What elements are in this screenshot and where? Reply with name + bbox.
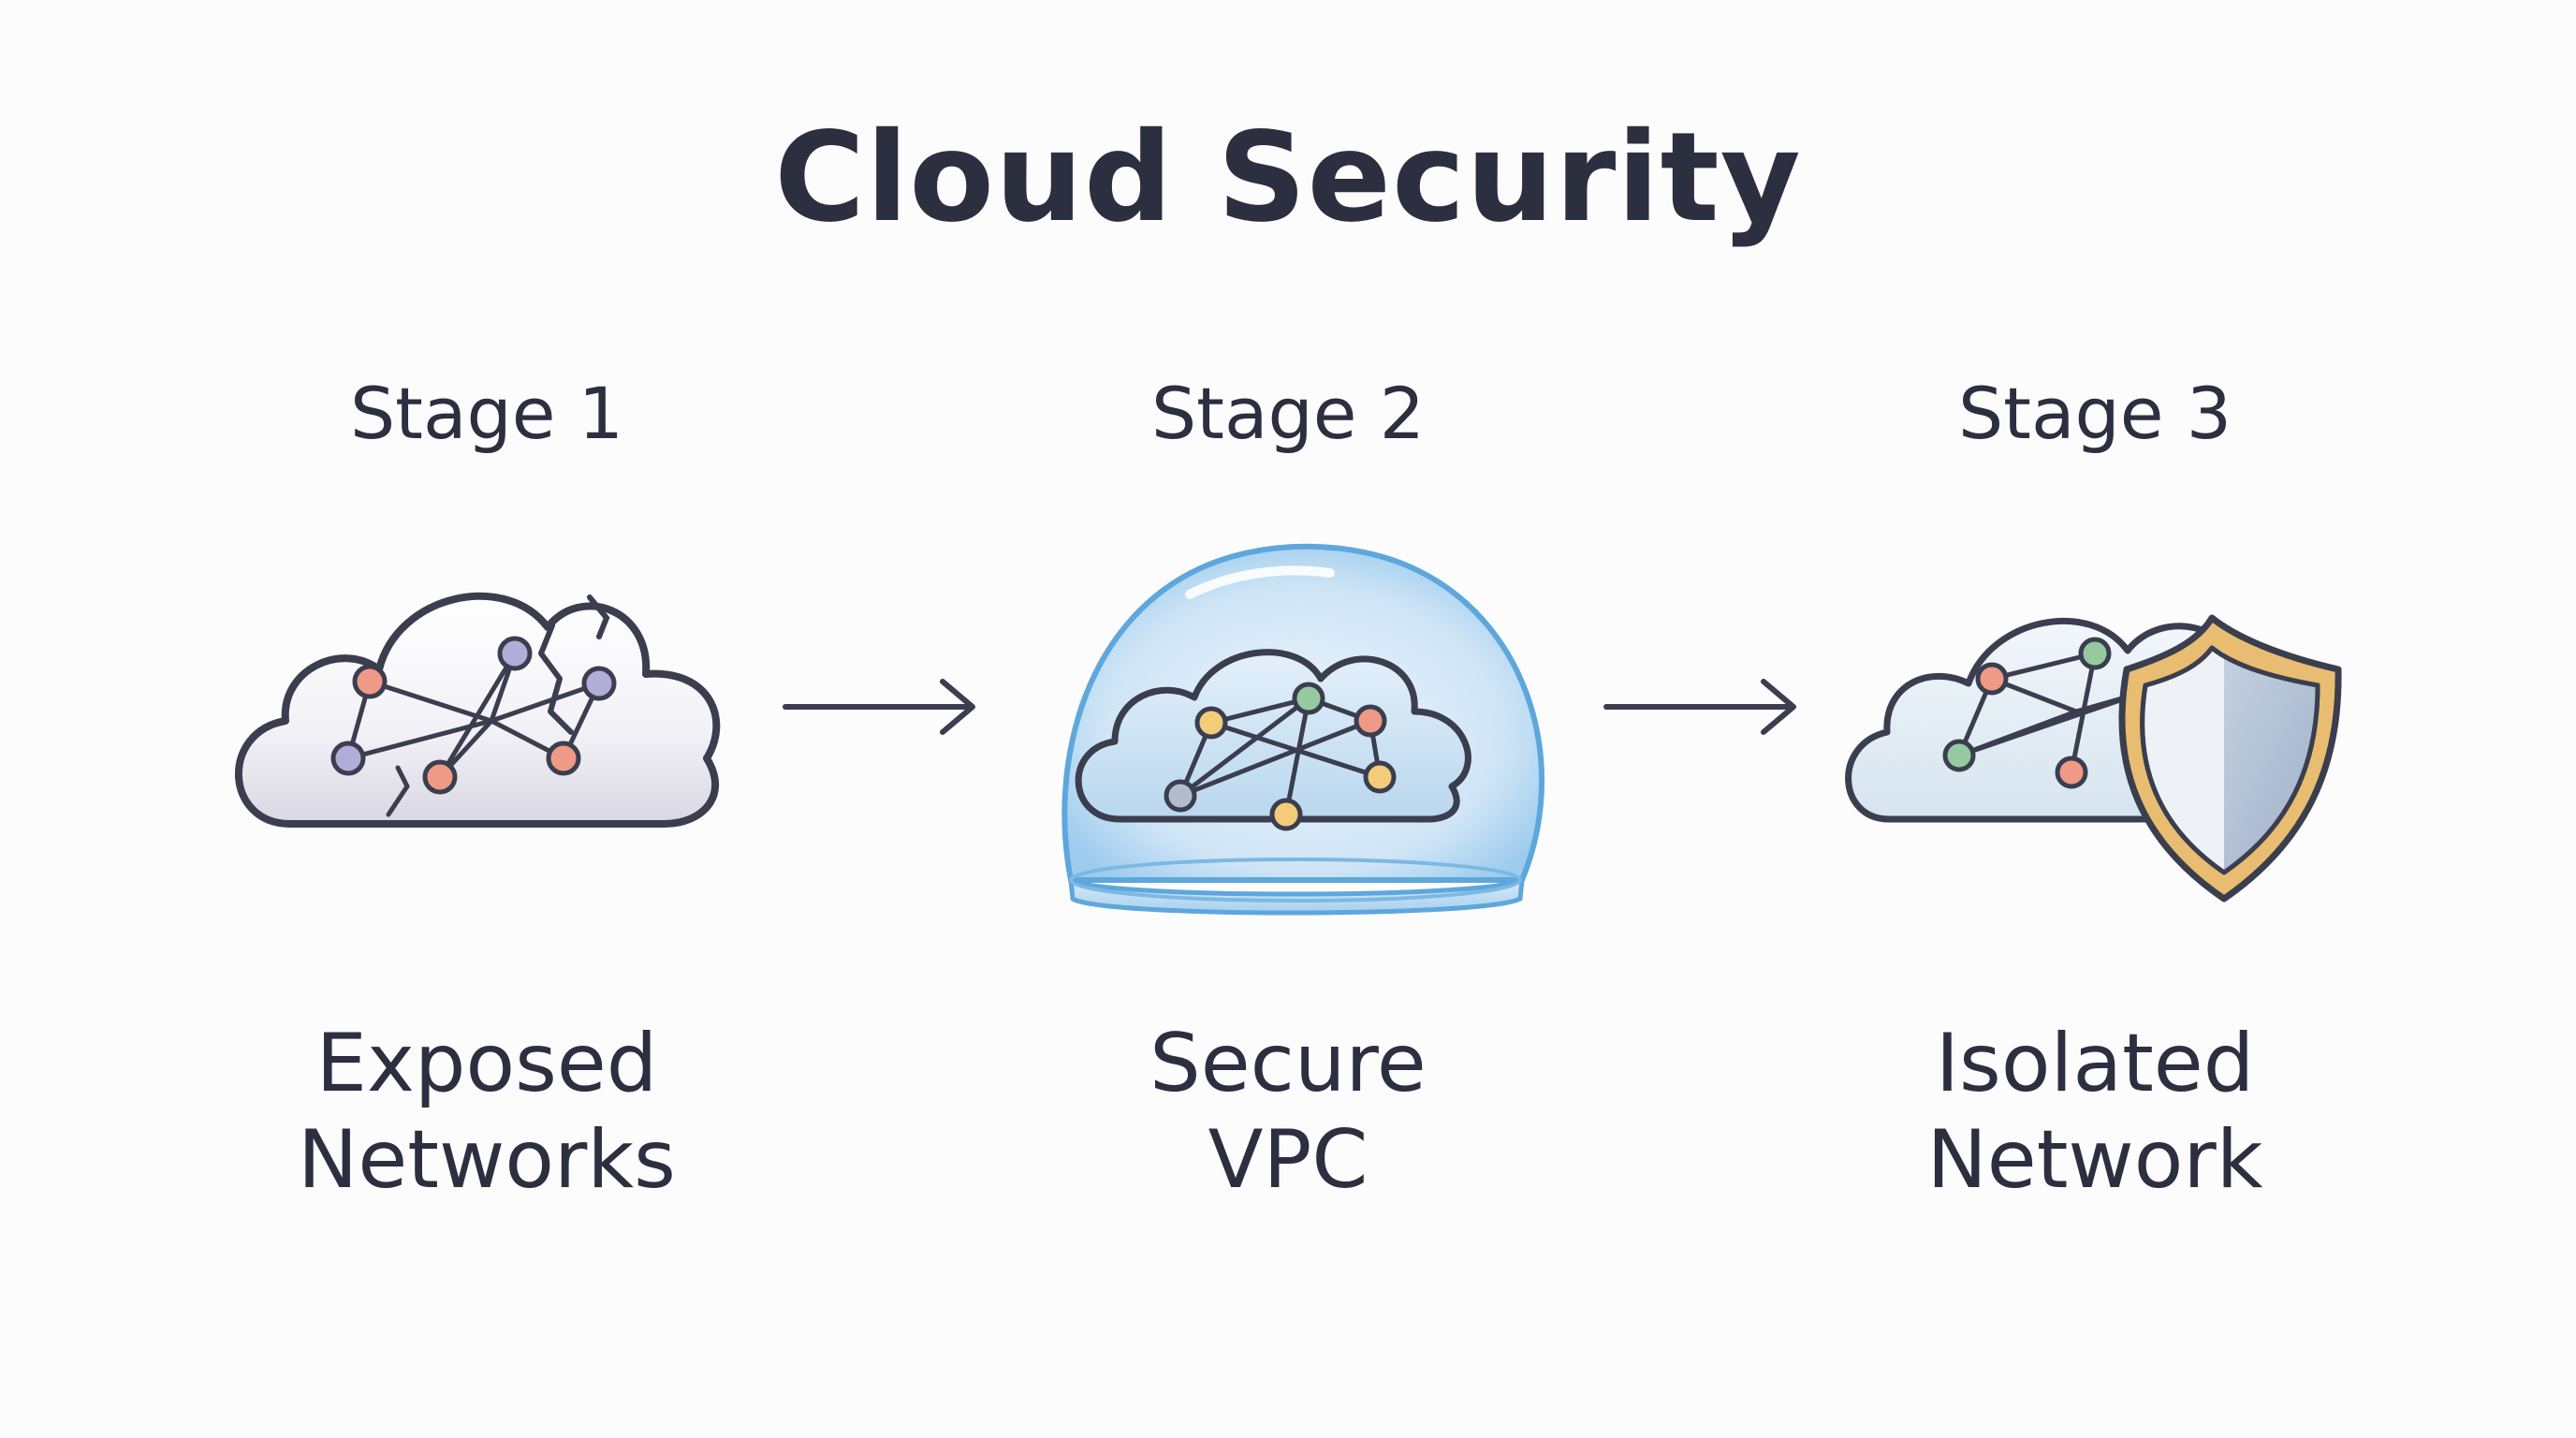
stage-1: Stage 1 [159, 0, 814, 1438]
stage-2-label: Stage 2 [1150, 372, 1426, 455]
stage-3-label: Stage 3 [1957, 372, 2232, 455]
stage-2: Stage 2 [960, 0, 1616, 1438]
shielded-cloud-network-icon [1767, 487, 2422, 955]
stage-3-caption-line-1: Isolated [1935, 1017, 2255, 1110]
stage-1-caption-line-2: Networks [298, 1113, 676, 1208]
stage-2-caption-line-2: VPC [1208, 1113, 1368, 1208]
cracked-cloud-network-icon [159, 487, 814, 955]
stage-3: Stage 3 [1767, 0, 2422, 1438]
stage-1-caption-line-1: Exposed [315, 1017, 658, 1110]
arrow-right-icon [1603, 674, 1808, 740]
stage-2-caption: Secure VPC [960, 1016, 1616, 1209]
stage-2-caption-line-1: Secure [1149, 1017, 1427, 1110]
domed-cloud-network-icon [960, 487, 1616, 955]
arrow-right-icon [782, 674, 988, 740]
stage-1-label: Stage 1 [349, 372, 624, 455]
stage-3-caption-line-2: Network [1926, 1113, 2263, 1208]
diagram-title: Cloud Security [774, 106, 1802, 250]
stage-1-caption: Exposed Networks [159, 1016, 814, 1209]
stage-3-caption: Isolated Network [1767, 1016, 2422, 1209]
